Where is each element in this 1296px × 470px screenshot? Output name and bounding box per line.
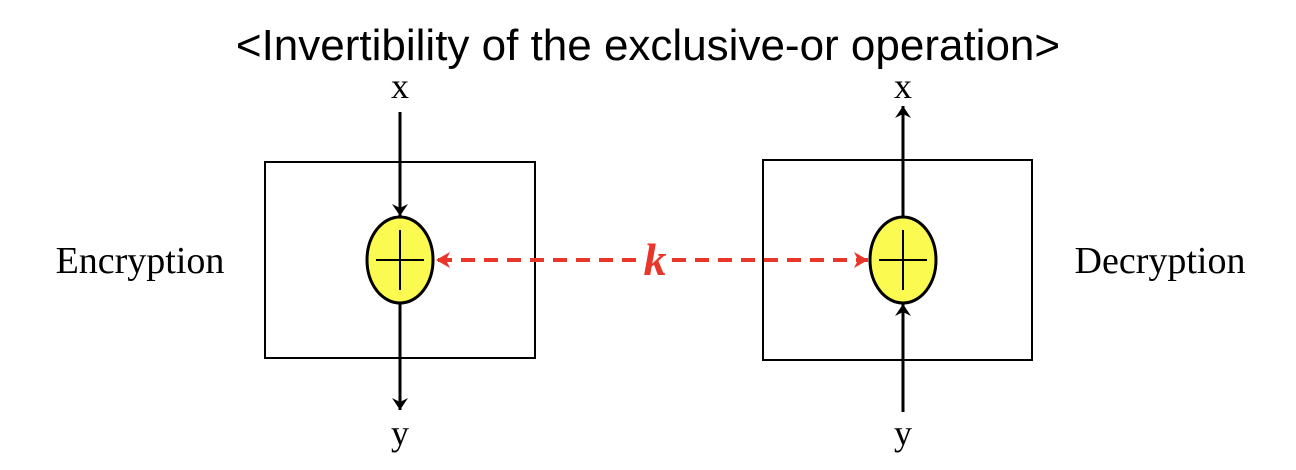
decryption-box: [762, 159, 1033, 361]
key-label: k: [644, 234, 667, 285]
diagram-title: <Invertibility of the exclusive-or opera…: [236, 21, 1060, 70]
xor-icon: [868, 215, 938, 305]
encryption-output-y: y: [391, 413, 409, 453]
encryption-label: Encryption: [56, 240, 225, 282]
decryption-input-y: y: [894, 413, 912, 453]
encryption-input-x: x: [391, 66, 409, 106]
decryption-output-x: x: [894, 66, 912, 106]
decryption-label: Decryption: [1075, 240, 1246, 282]
xor-icon: [365, 215, 435, 305]
